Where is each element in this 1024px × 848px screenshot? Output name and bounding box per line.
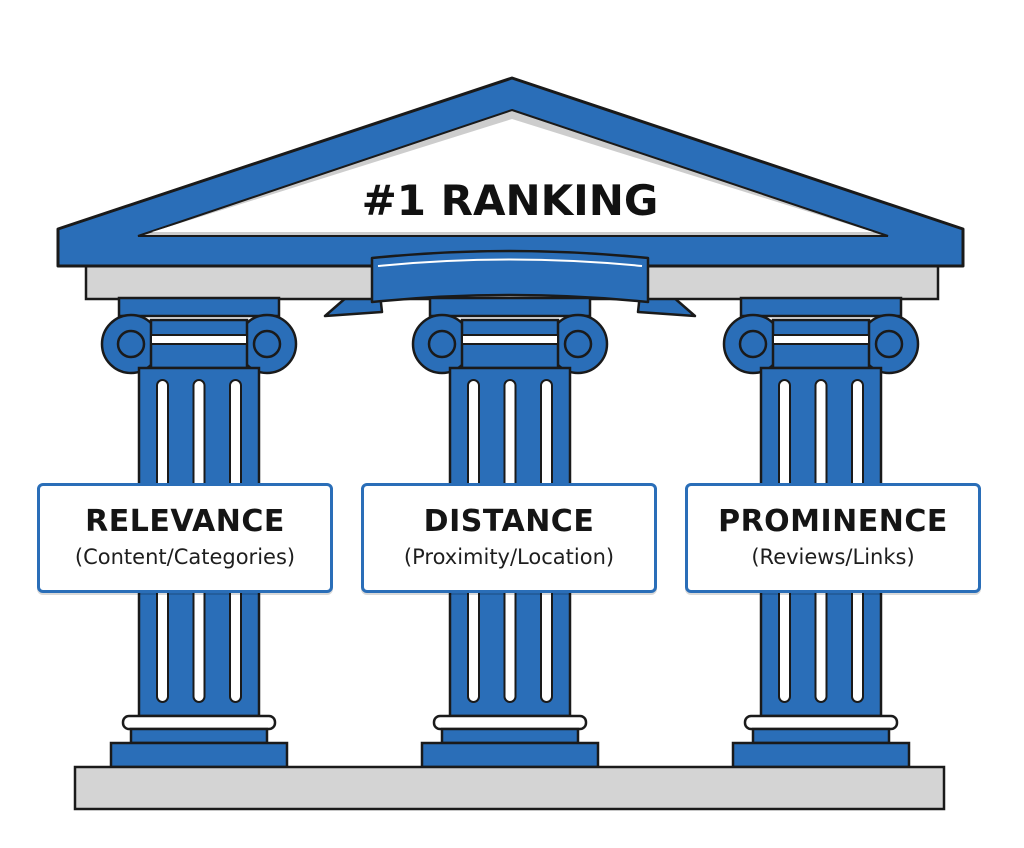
pillar-subtitle: (Content/Categories) [74, 545, 296, 569]
pillar-title: DISTANCE [423, 504, 595, 539]
pillar-title: PROMINENCE [718, 504, 948, 539]
page-title: #1 RANKING [362, 176, 659, 225]
pillar-subtitle: (Reviews/Links) [751, 545, 915, 569]
pediment: #1 RANKING [56, 76, 965, 268]
temple-base [73, 765, 946, 811]
pillar-label-relevance: RELEVANCE (Content/Categories) [37, 483, 333, 593]
pillar-subtitle: (Proximity/Location) [403, 545, 615, 569]
pillar-label-prominence: PROMINENCE (Reviews/Links) [685, 483, 981, 593]
pillar-title: RELEVANCE [85, 504, 285, 539]
pillar-label-distance: DISTANCE (Proximity/Location) [361, 483, 657, 593]
ribbon-band [370, 249, 650, 304]
